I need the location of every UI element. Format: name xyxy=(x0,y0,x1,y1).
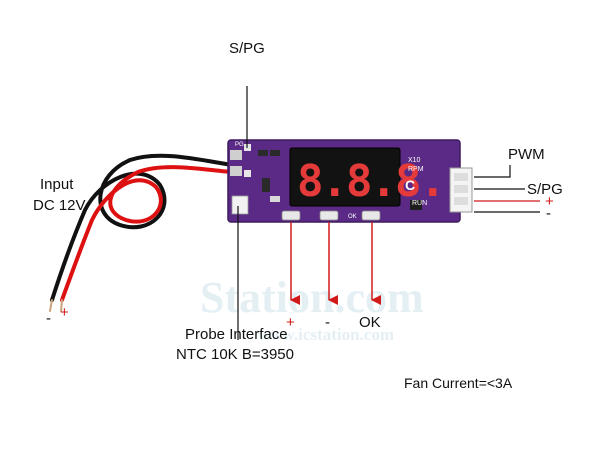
unit-celsius: C xyxy=(405,177,415,193)
led-display xyxy=(289,147,401,207)
label-conn-minus: - xyxy=(546,205,551,222)
label-probe-line1: Probe Interface xyxy=(185,326,288,343)
power-pad xyxy=(230,150,242,160)
label-button-minus: - xyxy=(325,314,330,331)
label-conn-plus: + xyxy=(545,193,554,210)
pcb-board: PG 8.8.8. C X10 RPM RUN OK xyxy=(227,139,473,223)
label-button-ok: OK xyxy=(359,314,381,331)
button-plus xyxy=(281,210,301,221)
button-arrows xyxy=(290,222,381,305)
mark-rpm: RPM xyxy=(408,166,424,173)
label-input-line1: Input xyxy=(40,176,74,193)
button-ok xyxy=(361,210,381,221)
label-input-line2: DC 12V xyxy=(33,197,86,214)
input-wires xyxy=(49,153,234,312)
label-fan-current: Fan Current=<3A xyxy=(404,375,513,391)
wire-red xyxy=(60,165,234,302)
mark-x10: X10 xyxy=(408,157,421,164)
label-sp-top: S/PG xyxy=(229,40,265,57)
label-pwm: PWM xyxy=(508,146,545,163)
watermark: Station.com www.icstation.com xyxy=(200,273,424,344)
probe-connector xyxy=(231,195,249,215)
pg-pad xyxy=(244,170,251,177)
button-minus xyxy=(319,210,339,221)
wire-black xyxy=(50,153,234,302)
watermark-main: Station.com xyxy=(200,273,424,322)
label-sp-right: S/PG xyxy=(527,181,563,198)
label-probe-line2: NTC 10K B=3950 xyxy=(176,346,294,363)
power-pad xyxy=(230,166,242,176)
pg-pad-label: PG xyxy=(235,142,244,148)
pointer-lines xyxy=(237,86,540,340)
watermark-sub: www.icstation.com xyxy=(258,325,394,344)
board-ok-label: OK xyxy=(348,214,357,220)
label-wire-minus: - xyxy=(46,310,51,327)
label-wire-plus: + xyxy=(60,304,69,321)
mark-run: RUN xyxy=(412,200,427,207)
led-display-digits: 8.8.8. xyxy=(297,156,444,207)
label-button-plus: + xyxy=(286,314,295,331)
pwm-line xyxy=(474,165,511,178)
